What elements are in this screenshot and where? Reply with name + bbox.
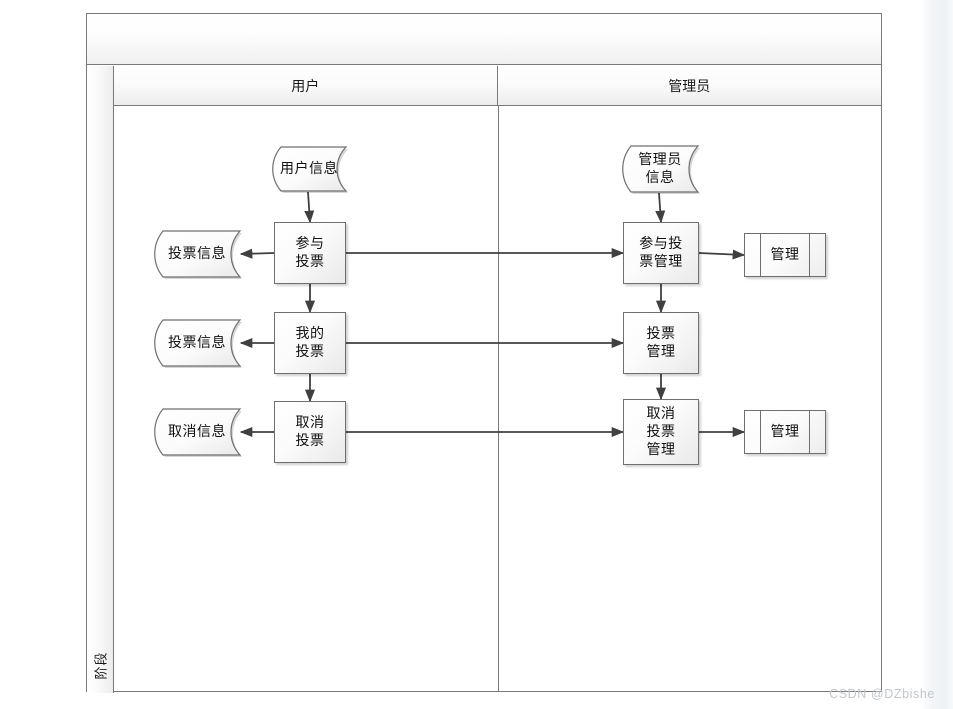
- node-vote-mgmt[interactable]: 投票 管理: [623, 312, 699, 374]
- node-label-manage-1: 管理: [770, 246, 800, 263]
- edge-join-vote-mgmt-to-manage-1: [698, 249, 746, 260]
- stored-data-outline: [151, 319, 242, 368]
- stored-data-outline: [151, 408, 242, 457]
- lane-header-admin-label: 管理员: [668, 77, 711, 94]
- predefined-bar-left: [760, 411, 762, 453]
- node-label-join-vote-mgmt: 参与投 票管理: [639, 235, 683, 269]
- node-label-vote-info-1: 投票信息: [168, 245, 226, 262]
- lane-header-user-label: 用户: [291, 77, 320, 94]
- node-label-vote-mgmt: 投票 管理: [646, 325, 676, 359]
- node-join-vote[interactable]: 参与 投票: [274, 222, 346, 284]
- stored-data-outline: [269, 146, 348, 193]
- predefined-bar-right: [808, 411, 810, 453]
- node-label-user-info: 用户信息: [280, 160, 338, 177]
- lane-header-row: 用户 管理员: [114, 66, 881, 106]
- node-my-vote[interactable]: 我的 投票: [274, 312, 346, 374]
- right-edge-strip: [920, 0, 953, 709]
- lane-header-user: 用户: [114, 66, 498, 105]
- edge-admin-info-to-join-vote-mgmt: [655, 192, 666, 224]
- watermark: CSDN @DZbishe: [829, 687, 935, 701]
- node-cancel-vote-mgmt[interactable]: 取消 投票 管理: [623, 399, 699, 465]
- swimlanes: 用户 管理员 用户信息投票信息参与 投票投票信息我的 投票取消信息取消 投票管理…: [114, 66, 881, 691]
- node-label-manage-2: 管理: [770, 423, 800, 440]
- node-label-cancel-vote: 取消 投票: [295, 414, 325, 448]
- node-join-vote-mgmt[interactable]: 参与投 票管理: [623, 222, 699, 284]
- node-cancel-vote[interactable]: 取消 投票: [274, 401, 346, 463]
- edge-user-info-to-join-vote: [304, 191, 315, 224]
- edge-join-vote-to-vote-info-1: [239, 248, 275, 259]
- node-label-my-vote: 我的 投票: [295, 325, 325, 359]
- node-admin-info[interactable]: 管理员 信息: [619, 145, 700, 194]
- node-vote-info-1[interactable]: 投票信息: [151, 230, 242, 279]
- node-manage-2[interactable]: 管理: [744, 410, 826, 454]
- stored-data-outline: [619, 145, 700, 194]
- phase-band: 阶段: [87, 66, 114, 693]
- node-cancel-info[interactable]: 取消信息: [151, 408, 242, 457]
- lane-divider: [497, 106, 499, 691]
- diagram-title-band: [87, 14, 881, 65]
- node-user-info[interactable]: 用户信息: [269, 146, 348, 193]
- predefined-bar-right: [808, 234, 810, 276]
- predefined-bar-left: [760, 234, 762, 276]
- lane-header-admin: 管理员: [497, 66, 881, 105]
- node-label-join-vote: 参与 投票: [295, 235, 325, 269]
- node-label-cancel-vote-mgmt: 取消 投票 管理: [646, 405, 676, 457]
- lane-body: 用户信息投票信息参与 投票投票信息我的 投票取消信息取消 投票管理员 信息参与投…: [114, 106, 881, 691]
- stored-data-outline: [151, 230, 242, 279]
- node-label-vote-info-2: 投票信息: [168, 334, 226, 351]
- node-label-cancel-info: 取消信息: [168, 423, 226, 440]
- phase-label: 阶段: [93, 651, 109, 680]
- node-manage-1[interactable]: 管理: [744, 233, 826, 277]
- node-label-admin-info: 管理员 信息: [638, 151, 682, 185]
- node-vote-info-2[interactable]: 投票信息: [151, 319, 242, 368]
- flowchart-frame: 阶段 用户 管理员 用户信息投票信息参与 投票投票信息我的 投票取消信息取消 投…: [86, 13, 882, 693]
